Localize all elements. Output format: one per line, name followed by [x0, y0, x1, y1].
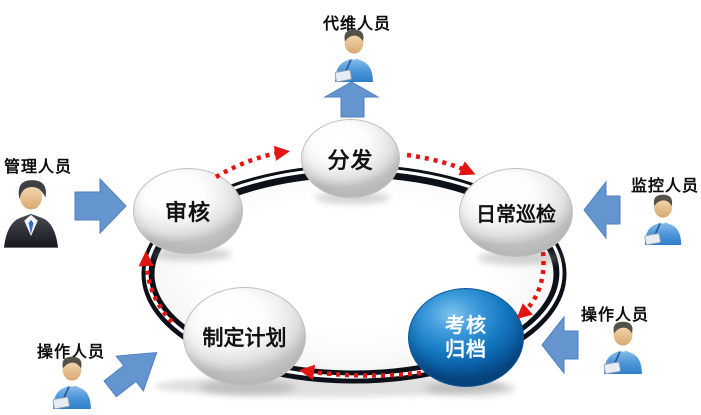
plan-shadow	[200, 380, 295, 395]
node-distribute-label: 分发	[327, 147, 374, 173]
monitor-person-icon	[637, 190, 689, 253]
operator-left-person-icon	[45, 352, 99, 415]
manager-person-icon	[2, 172, 60, 255]
node-review: 审核	[133, 168, 243, 254]
arrow-distribute-to-maintainer	[323, 81, 380, 118]
role-manager-label: 管理人员	[4, 159, 73, 176]
maintainer-person-icon	[327, 27, 381, 88]
archive-shadow	[425, 381, 515, 396]
arrow-operator-to-plan	[103, 351, 158, 398]
node-inspection: 日常巡检	[459, 168, 573, 257]
node-distribute: 分发	[301, 119, 400, 198]
arrow-manager-to-review	[74, 177, 127, 235]
role-maintainer-label: 代维人员	[323, 16, 392, 33]
role-monitor-label: 监控人员	[631, 178, 700, 195]
operator-right-person-icon	[596, 318, 650, 381]
node-review-label: 审核	[164, 200, 211, 225]
node-inspection-label: 日常巡检	[476, 204, 556, 226]
role-operator-left-label: 操作人员	[37, 344, 106, 361]
node-plan-label: 制定计划	[202, 326, 287, 350]
node-archive: 考核 归档	[408, 288, 524, 387]
node-plan: 制定计划	[183, 287, 306, 386]
arrow-monitor-to-inspection	[583, 180, 621, 240]
node-archive-label-line2: 归档	[445, 338, 487, 361]
arrow-operator-to-archive	[541, 315, 579, 375]
node-archive-label-line1: 考核	[445, 314, 487, 337]
role-operator-right-label: 操作人员	[581, 307, 650, 324]
